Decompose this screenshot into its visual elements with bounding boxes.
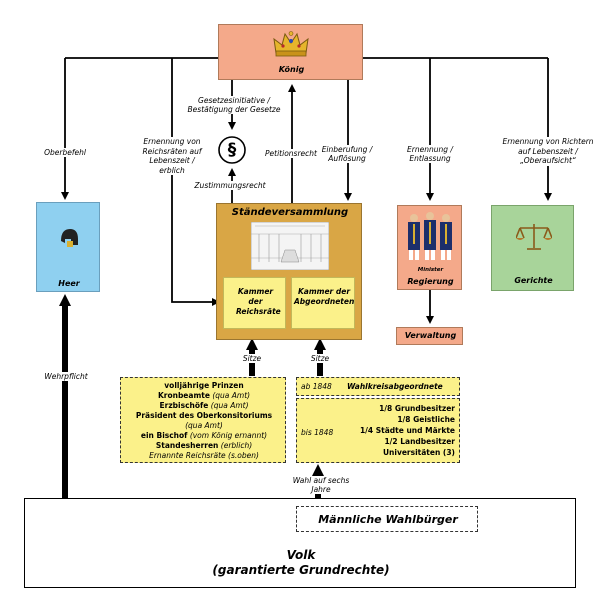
staendeversammlung-box: Ständeversammlung Kammer der Reichsräte … xyxy=(216,203,362,340)
reichsraete-member-name: Erzbischöfe xyxy=(159,401,209,410)
reichsraete-member-line: Präsident des Oberkonsitoriums xyxy=(121,411,287,421)
label-ernennung-entlassung: Ernennung / Entlassung xyxy=(400,145,460,163)
gerichte-box: Gerichte xyxy=(491,205,574,291)
reichsraete-member-note: (vom König ernannt) xyxy=(187,431,268,440)
label-gesetzesinitiative: Gesetzesinitiative / Bestätigung der Ges… xyxy=(186,96,282,114)
reichsraete-member-name: volljährige Prinzen xyxy=(164,381,244,390)
reichsraete-member-note: (qua Amt) xyxy=(209,391,251,400)
bis1848-item: 1/8 Geistliche xyxy=(397,415,455,424)
regierung-box: Minister Regierung xyxy=(397,205,462,290)
abgeordnete-bis1848-box: bis 1848 1/8 Grundbesitzer 1/8 Geistliche… xyxy=(296,398,460,463)
verwaltung-box: Verwaltung xyxy=(396,327,463,345)
label-ernennung-richter: Ernennung von Richtern auf Lebenszeit / … xyxy=(496,137,600,166)
ab1848-text: Wahlkreisabgeordnete xyxy=(347,382,443,391)
reichsraete-member-note: (qua Amt) xyxy=(208,401,249,410)
reichsraete-member-name: Standesherren xyxy=(155,441,219,450)
label-oberbefehl: Oberbefehl xyxy=(36,148,94,157)
reichsraete-member-line: volljährige Prinzen xyxy=(121,381,287,391)
koenig-box: König xyxy=(218,24,363,80)
label-sitze-left: Sitze xyxy=(236,354,268,363)
bis1848-item: Universitäten (3) xyxy=(382,448,455,457)
bis1848-item: 1/4 Städte und Märkte xyxy=(359,426,455,435)
assembly-hall-image xyxy=(251,222,329,270)
paragraph-symbol: § xyxy=(227,140,237,160)
ab1848-label: ab 1848 xyxy=(301,382,332,391)
paragraph-circle xyxy=(218,136,246,164)
heer-label: Heer xyxy=(58,279,80,288)
scales-icon xyxy=(516,224,552,250)
arrow-ernennung-reichsraete xyxy=(171,58,220,306)
label-wahl: Wahl auf sechs Jahre xyxy=(282,476,360,494)
crown-icon xyxy=(273,31,309,57)
reichsraete-member-note: (qua Amt) xyxy=(185,421,223,430)
label-ernennung-reichsraete: Ernennung von Reichsräten auf Lebenszeit… xyxy=(136,137,208,175)
reichsraete-member-line: Standesherren (erblich) xyxy=(121,441,287,451)
label-sitze-right: Sitze xyxy=(304,354,336,363)
reichsraete-member-line: Erzbischöfe (qua Amt) xyxy=(121,401,287,411)
regierung-label: Regierung xyxy=(407,277,454,286)
volk-title: Volk xyxy=(286,548,316,562)
wahlbuerger-label: Männliche Wahlbürger xyxy=(318,513,458,526)
heer-box: Heer xyxy=(36,202,100,292)
gerichte-label: Gerichte xyxy=(514,276,553,285)
reichsraete-member-name: ein Bischof xyxy=(140,431,188,440)
kammer-abgeordnete-label: Kammer der Abgeordneten xyxy=(294,287,355,306)
reichsraete-member-note: Ernannte Reichsräte (s.oben) xyxy=(149,451,259,460)
staendeversammlung-title: Ständeversammlung xyxy=(231,207,349,218)
reichsraete-member-name: Präsident des Oberkonsitoriums xyxy=(135,411,273,420)
label-einberufung: Einberufung / Auflösung xyxy=(320,145,374,163)
reichsraete-member-name: Kronbeamte xyxy=(157,391,210,400)
reichsraete-member-line: Ernannte Reichsräte (s.oben) xyxy=(121,451,287,461)
kammer-reichsraete-box: Kammer der Reichsräte xyxy=(223,277,286,329)
minister-figures-icon xyxy=(408,212,452,260)
kammer-abgeordnete-box: Kammer der Abgeordneten xyxy=(291,277,355,329)
reichsraete-member-line: Kronbeamte (qua Amt) xyxy=(121,391,287,401)
koenig-label: König xyxy=(278,65,305,74)
verwaltung-label: Verwaltung xyxy=(404,331,457,340)
bis1848-item: 1/2 Landbesitzer xyxy=(384,437,455,446)
label-petitionsrecht: Petitionsrecht xyxy=(258,149,324,158)
reichsraete-member-line: (qua Amt) xyxy=(121,421,287,431)
kammer-reichsraete-label: Kammer der Reichsräte xyxy=(236,287,281,316)
label-zustimmungsrecht: Zustimmungsrecht xyxy=(190,181,270,190)
reichsraete-member-line: ein Bischof (vom König ernannt) xyxy=(121,431,287,441)
reichsraete-member-note: (erblich) xyxy=(218,441,253,450)
bis1848-label: bis 1848 xyxy=(301,428,334,437)
volk-subtitle: (garantierte Grundrechte) xyxy=(212,563,390,577)
abgeordnete-ab1848-box: ab 1848 Wahlkreisabgeordnete xyxy=(296,377,460,396)
label-wehrpflicht: Wehrpflicht xyxy=(42,372,90,381)
minister-label: Minister xyxy=(417,267,444,273)
bis1848-list: 1/8 Grundbesitzer 1/8 Geistliche 1/4 Städt… xyxy=(337,403,455,458)
wahlbuerger-box: Männliche Wahlbürger xyxy=(296,506,478,532)
bis1848-item: 1/8 Grundbesitzer xyxy=(379,404,455,413)
helmet-icon xyxy=(61,229,78,247)
